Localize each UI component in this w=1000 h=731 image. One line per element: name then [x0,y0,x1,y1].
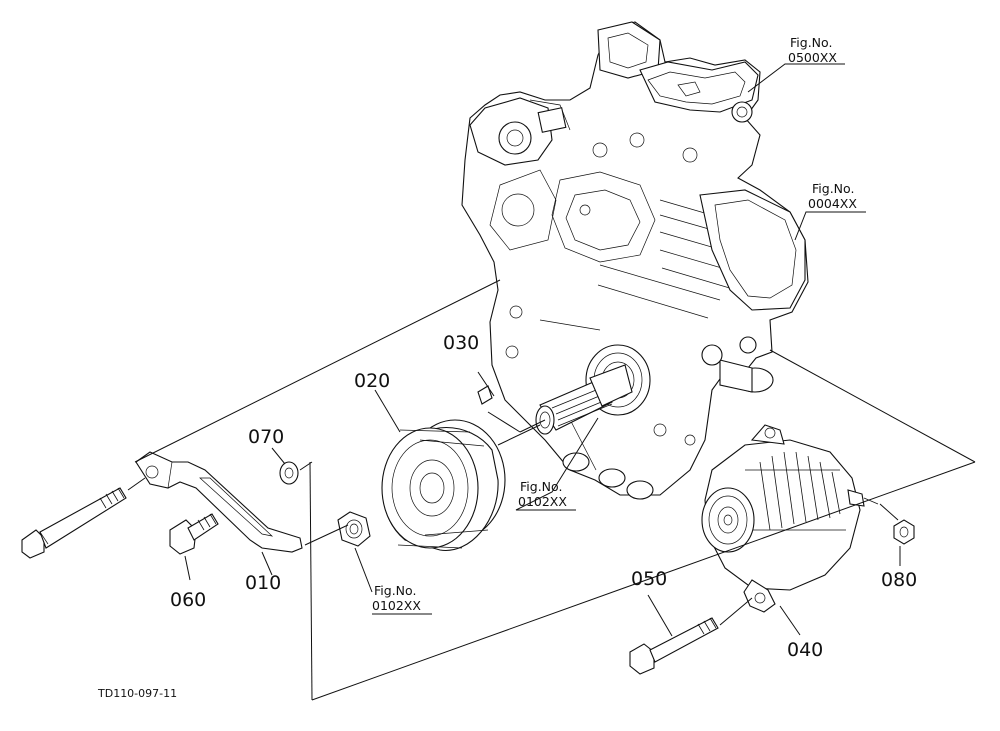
figref-block-top-label: Fig.No. [790,35,832,50]
callout-070: 070 [248,426,284,448]
figref-block-side-leader [794,211,866,241]
crankshaft-pulley-020 [381,419,506,551]
callout-060: 060 [170,589,206,611]
crank-nut [337,511,371,547]
key-mount-guide [487,411,546,433]
callout-080: 080 [881,569,917,591]
figref-nut-label: Fig.No. [374,583,416,598]
leader-010 [261,551,273,576]
alternator-bracket-010 [135,451,303,553]
nut-080 [893,519,915,545]
crankshaft-nose [535,364,633,435]
assembly-lines [134,279,976,701]
callout-030: 030 [443,332,479,354]
leader-030 [477,371,495,397]
leader-060 [184,555,191,581]
figref-block-side-label: Fig.No. [812,181,854,196]
figref-shaft-label: Fig.No. [520,479,562,494]
washer-070 [279,461,299,485]
callout-020: 020 [354,370,390,392]
leader-020 [374,389,401,433]
callout-040: 040 [787,639,823,661]
long-bolt-guide [127,477,146,491]
bolt-050 [629,617,719,675]
figref-block-side-code: 0004XX [808,196,857,211]
leader-nut [354,547,373,593]
woodruff-key-030 [477,385,493,405]
leader-070 [271,447,286,465]
figref-nut-code: 0102XX [372,598,421,613]
callout-050: 050 [631,568,667,590]
bracket-bolt-long [21,487,127,559]
leader-050 [647,594,673,637]
figref-shaft-leader [515,417,599,511]
figref-block-top-code: 0500XX [788,50,837,65]
bolt-060 [169,513,219,555]
callout-010: 010 [245,572,281,594]
engine-gear-case [461,21,809,500]
figref-shaft-code: 0102XX [518,494,567,509]
figref-block-top-leader [747,63,845,93]
drawing-code: TD110-097-11 [97,687,177,700]
leader-040 [779,605,801,636]
alternator-040 [701,424,879,613]
